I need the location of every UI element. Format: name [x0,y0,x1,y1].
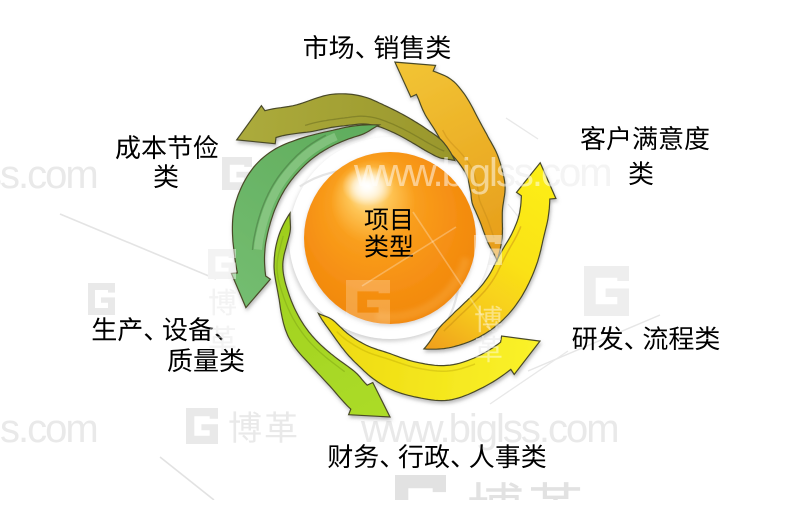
svg-text:www.biglss.com: www.biglss.com [360,407,618,451]
svg-text:www.biglss.com: www.biglss.com [353,151,611,195]
svg-text:s.com: s.com [0,407,97,451]
svg-text:ss.com: ss.com [0,153,97,197]
